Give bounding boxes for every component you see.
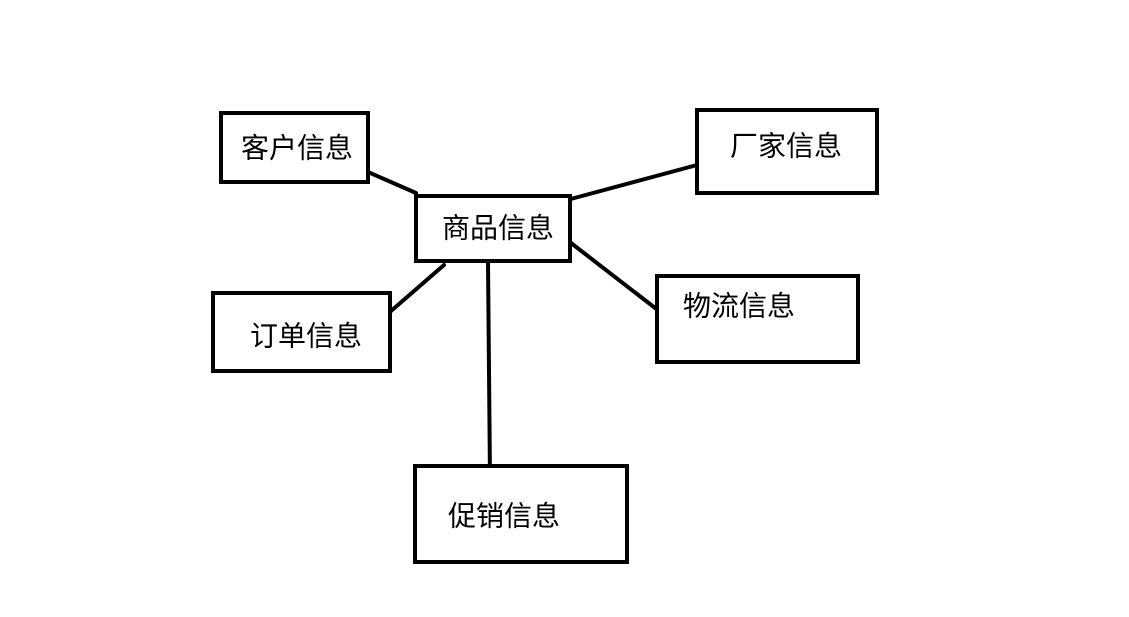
node-manufacturer-info-label: 厂家信息 xyxy=(730,130,842,163)
edge-logistics-to-product xyxy=(569,241,661,313)
edge-customer-to-product xyxy=(366,170,418,195)
node-customer-info-label: 客户信息 xyxy=(241,132,353,165)
node-manufacturer-info: 厂家信息 xyxy=(695,108,879,195)
node-product-info-box xyxy=(414,194,572,263)
node-customer-info: 客户信息 xyxy=(219,111,370,184)
node-order-info: 订单信息 xyxy=(211,291,392,373)
node-logistics-info: 物流信息 xyxy=(655,274,860,364)
node-promotion-info-label: 促销信息 xyxy=(448,500,560,533)
edge-promotion-to-product xyxy=(486,260,492,481)
node-product-info-label: 商品信息 xyxy=(442,212,554,245)
node-logistics-info-box xyxy=(655,274,860,364)
node-promotion-info-box xyxy=(413,464,629,564)
edge-order-to-product xyxy=(389,263,446,313)
node-product-info: 商品信息 xyxy=(414,194,572,263)
node-logistics-info-label: 物流信息 xyxy=(683,290,795,323)
node-order-info-label: 订单信息 xyxy=(250,320,362,353)
node-manufacturer-info-box xyxy=(695,108,879,195)
node-customer-info-box xyxy=(219,111,370,184)
node-promotion-info: 促销信息 xyxy=(413,464,629,564)
node-order-info-box xyxy=(211,291,392,373)
edge-manufacturer-to-product xyxy=(565,163,699,202)
